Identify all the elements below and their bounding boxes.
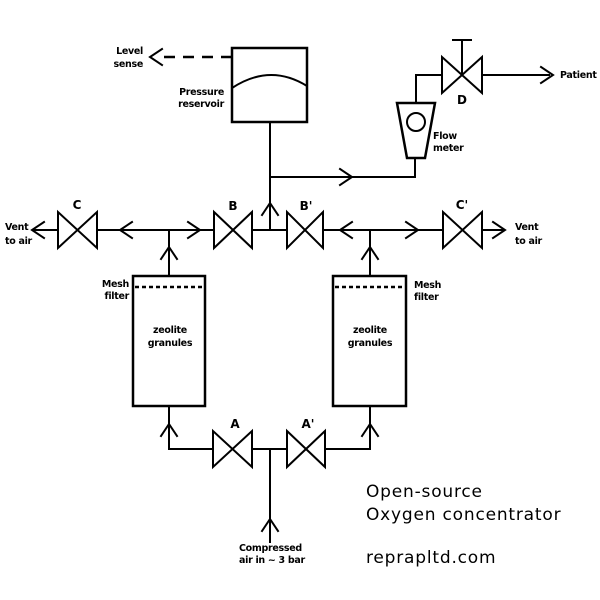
zeolite-column-left: Mesh filter zeolite granules — [102, 274, 207, 408]
level-sense-label-line1: Level — [116, 46, 143, 57]
flow-arrow-air-in — [260, 517, 280, 533]
caption: Open-source Oxygen concentrator repraplt… — [366, 482, 561, 568]
arrow-vent-right — [491, 220, 507, 240]
zeolite-left-label-line2: granules — [148, 338, 193, 349]
valve-a-prime: A' — [286, 417, 326, 470]
flow-arrows — [30, 47, 555, 533]
mesh-filter-left-label-line2: filter — [104, 291, 129, 302]
flow-meter-float — [406, 112, 426, 132]
pipe-flowmeter-branch — [270, 158, 416, 178]
vent-left: Vent to air — [5, 222, 33, 247]
compressed-air-label-line1: Compressed — [239, 543, 302, 554]
flow-arrow-toward-valve-b — [186, 220, 202, 240]
flow-arrow-right-column-in — [360, 422, 380, 438]
vent-right-label-line2: to air — [515, 236, 543, 247]
valve-c-prime-label: C' — [456, 198, 468, 212]
valve-b: B — [213, 199, 253, 251]
caption-line1: Open-source — [366, 482, 483, 502]
flow-meter: Flow meter — [395, 101, 464, 160]
compressed-air-label-line2: air in ~ 3 bar — [239, 555, 305, 566]
flow-arrow-left-column-up — [159, 245, 179, 261]
valve-c-prime-symbol — [442, 209, 483, 251]
flow-meter-label-line2: meter — [433, 143, 464, 154]
mesh-filter-right-label-line2: filter — [414, 292, 439, 303]
valve-c-prime: C' — [442, 198, 483, 251]
pressure-reservoir-label-line2: reservoir — [178, 99, 224, 110]
arrow-level-sense — [148, 47, 164, 67]
valve-d-stem — [452, 39, 472, 75]
patient-label: Patient — [560, 70, 597, 81]
pressure-reservoir-vessel — [230, 46, 309, 124]
zeolite-left-label-line1: zeolite — [153, 325, 187, 336]
caption-line2: Oxygen concentrator — [366, 505, 561, 525]
valve-c-label: C — [73, 198, 82, 212]
flow-arrow-toward-valve-c-prime — [404, 220, 420, 240]
valve-a-prime-symbol — [286, 428, 326, 470]
vent-right: Vent to air — [515, 222, 543, 247]
vent-left-label-line1: Vent — [5, 222, 29, 233]
valve-a: A — [212, 417, 253, 470]
valve-a-prime-label: A' — [302, 417, 315, 431]
valve-d-symbol — [441, 54, 483, 96]
valve-d-label: D — [457, 93, 467, 107]
flow-meter-body — [395, 101, 437, 160]
flow-arrow-reservoir-up — [260, 201, 280, 217]
caption-line3: reprapltd.com — [366, 548, 496, 568]
mesh-filter-right-label-line1: Mesh — [414, 280, 442, 291]
valve-b-prime-symbol — [286, 209, 324, 251]
zeolite-right-label-line2: granules — [348, 338, 393, 349]
zeolite-column-right: Mesh filter zeolite granules — [331, 274, 442, 408]
flow-arrow-left-column-in — [159, 422, 179, 438]
flow-arrow-toward-valve-b-prime — [338, 220, 354, 240]
valve-d: D — [441, 39, 483, 107]
zeolite-column-right-vessel — [331, 274, 408, 408]
zeolite-column-left-vessel — [131, 274, 207, 408]
pressure-reservoir-label-line1: Pressure — [179, 87, 224, 98]
level-sense: Level sense — [114, 46, 232, 70]
valve-a-symbol — [212, 428, 253, 470]
flow-arrow-to-flowmeter — [338, 167, 354, 187]
level-sense-label-line2: sense — [114, 59, 143, 70]
valve-b-symbol — [213, 209, 253, 251]
pipe-flowmeter-to-valve-d — [415, 74, 442, 104]
pressure-reservoir-level-curve — [231, 74, 308, 89]
flow-arrow-toward-valve-c — [118, 220, 134, 240]
arrow-vent-left — [30, 220, 46, 240]
vent-left-label-line2: to air — [5, 236, 33, 247]
flow-arrow-right-column-up — [360, 245, 380, 261]
vent-right-label-line1: Vent — [515, 222, 539, 233]
zeolite-right-label-line1: zeolite — [353, 325, 387, 336]
valve-b-prime-label: B' — [300, 199, 313, 213]
pressure-reservoir: Pressure reservoir — [178, 46, 309, 124]
valve-c-symbol — [57, 209, 98, 251]
pipes — [32, 74, 550, 543]
valve-b-label: B — [228, 199, 237, 213]
valve-b-prime: B' — [286, 199, 324, 251]
flow-meter-label-line1: Flow — [433, 131, 457, 142]
mesh-filter-left-label-line1: Mesh — [102, 279, 130, 290]
valve-c: C — [57, 198, 98, 251]
arrow-patient — [539, 65, 555, 85]
valve-a-label: A — [230, 417, 240, 431]
compressed-air-inlet: Compressed air in ~ 3 bar — [239, 543, 306, 566]
